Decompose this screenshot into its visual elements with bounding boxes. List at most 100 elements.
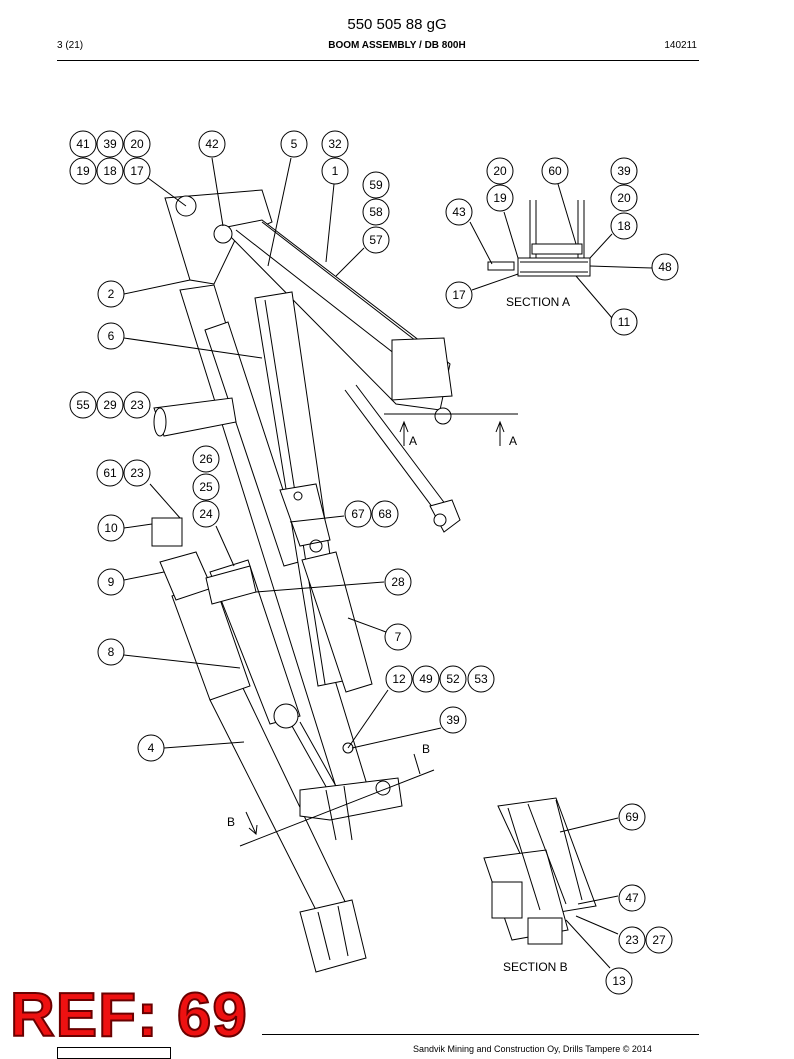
reference-label: REF: 69: [9, 980, 248, 1051]
callout-bubble: 39: [96, 130, 124, 158]
callout-bubble: 60: [541, 157, 569, 185]
callout-bubble: 5: [280, 130, 308, 158]
callout-bubble: 69: [618, 803, 646, 831]
callout-label: 58: [369, 205, 383, 219]
callout-label: 19: [493, 191, 507, 205]
callout-label: 47: [625, 891, 639, 905]
callout-label: 18: [617, 219, 631, 233]
callout-label: 9: [108, 575, 115, 589]
cut-a-left-label: A: [409, 434, 417, 448]
callout-bubble: 8: [97, 638, 125, 666]
callout-label: 61: [103, 466, 117, 480]
footer-divider: [262, 1034, 699, 1035]
callout-label: 43: [452, 205, 466, 219]
section-b-label: SECTION B: [503, 960, 568, 974]
callout-bubble: 58: [362, 198, 390, 226]
callout-bubble: 12: [385, 665, 413, 693]
callout-bubble: 28: [384, 568, 412, 596]
leader-lines: [123, 157, 653, 969]
callout-label: 53: [474, 672, 488, 686]
header-divider: [57, 60, 699, 61]
callout-label: 68: [378, 507, 392, 521]
callout-bubble: 23: [618, 926, 646, 954]
callout-bubble: 24: [192, 500, 220, 528]
callout-label: 26: [199, 452, 213, 466]
callout-bubble: 18: [610, 212, 638, 240]
page-title: BOOM ASSEMBLY / DB 800H: [328, 40, 466, 51]
callout-label: 8: [108, 645, 115, 659]
callout-bubble: 17: [123, 157, 151, 185]
callout-bubble: 19: [69, 157, 97, 185]
callout-bubble: 4: [137, 734, 165, 762]
callout-label: 23: [130, 398, 144, 412]
callout-label: 39: [617, 164, 631, 178]
callout-label: 6: [108, 329, 115, 343]
callout-label: 23: [625, 933, 639, 947]
callout-bubble: 52: [439, 665, 467, 693]
callout-label: 32: [328, 137, 342, 151]
callout-bubble: 17: [445, 281, 473, 309]
callout-bubble: 49: [412, 665, 440, 693]
callout-bubble: 13: [605, 967, 633, 995]
footer-copyright: Sandvik Mining and Construction Oy, Dril…: [413, 1044, 652, 1054]
callout-bubble: 59: [362, 171, 390, 199]
callout-label: 57: [369, 233, 383, 247]
callout-label: 10: [104, 521, 118, 535]
callout-label: 7: [395, 630, 402, 644]
callout-bubble: 23: [123, 459, 151, 487]
callout-bubble: 55: [69, 391, 97, 419]
callout-label: 48: [658, 260, 672, 274]
document-date: 140211: [664, 40, 697, 51]
callout-label: 59: [369, 178, 383, 192]
callout-bubble: 41: [69, 130, 97, 158]
callout-label: 41: [76, 137, 90, 151]
callout-label: 17: [452, 288, 466, 302]
callout-label: 24: [199, 507, 213, 521]
callout-bubble: 11: [610, 308, 638, 336]
callout-label: 39: [446, 713, 460, 727]
callout-label: 12: [392, 672, 406, 686]
callout-bubble: 42: [198, 130, 226, 158]
callout-label: 18: [103, 164, 117, 178]
callout-label: 67: [351, 507, 365, 521]
callout-label: 28: [391, 575, 405, 589]
callout-label: 29: [103, 398, 117, 412]
callout-bubble: 20: [486, 157, 514, 185]
callout-bubble: 27: [645, 926, 673, 954]
callout-label: 42: [205, 137, 219, 151]
callout-label: 60: [548, 164, 562, 178]
callout-label: 20: [493, 164, 507, 178]
callout-label: 39: [103, 137, 117, 151]
callout-label: 23: [130, 466, 144, 480]
cut-a-right-label: A: [509, 434, 517, 448]
callout-label: 25: [199, 480, 213, 494]
callout-bubble: 53: [467, 665, 495, 693]
callout-bubble: 19: [486, 184, 514, 212]
callout-bubble: 9: [97, 568, 125, 596]
callout-label: 52: [446, 672, 460, 686]
section-labels: SECTION A SECTION B A A B B: [227, 295, 570, 974]
callout-bubble: 43: [445, 198, 473, 226]
callout-bubble: 20: [610, 184, 638, 212]
callout-bubble: 29: [96, 391, 124, 419]
callout-bubble: 2: [97, 280, 125, 308]
callout-bubble: 67: [344, 500, 372, 528]
boom-line-art: [151, 189, 597, 973]
callout-bubble: 1: [321, 157, 349, 185]
callout-label: 55: [76, 398, 90, 412]
callout-bubble: 68: [371, 500, 399, 528]
callout-label: 27: [652, 933, 666, 947]
callout-bubble: 25: [192, 473, 220, 501]
callout-bubble: 18: [96, 157, 124, 185]
callout-bubble: 20: [123, 130, 151, 158]
callout-bubble: 39: [439, 706, 467, 734]
callout-bubble: 32: [321, 130, 349, 158]
callout-bubble: 7: [384, 623, 412, 651]
callout-label: 11: [618, 315, 631, 329]
callout-label: 20: [130, 137, 144, 151]
callout-label: 4: [148, 741, 155, 755]
callout-bubbles: 41 39 20 19 18 17 42 5 32 1 59 58 57 2 6…: [69, 130, 679, 995]
callout-bubble: 6: [97, 322, 125, 350]
page-number: 3 (21): [57, 40, 84, 51]
